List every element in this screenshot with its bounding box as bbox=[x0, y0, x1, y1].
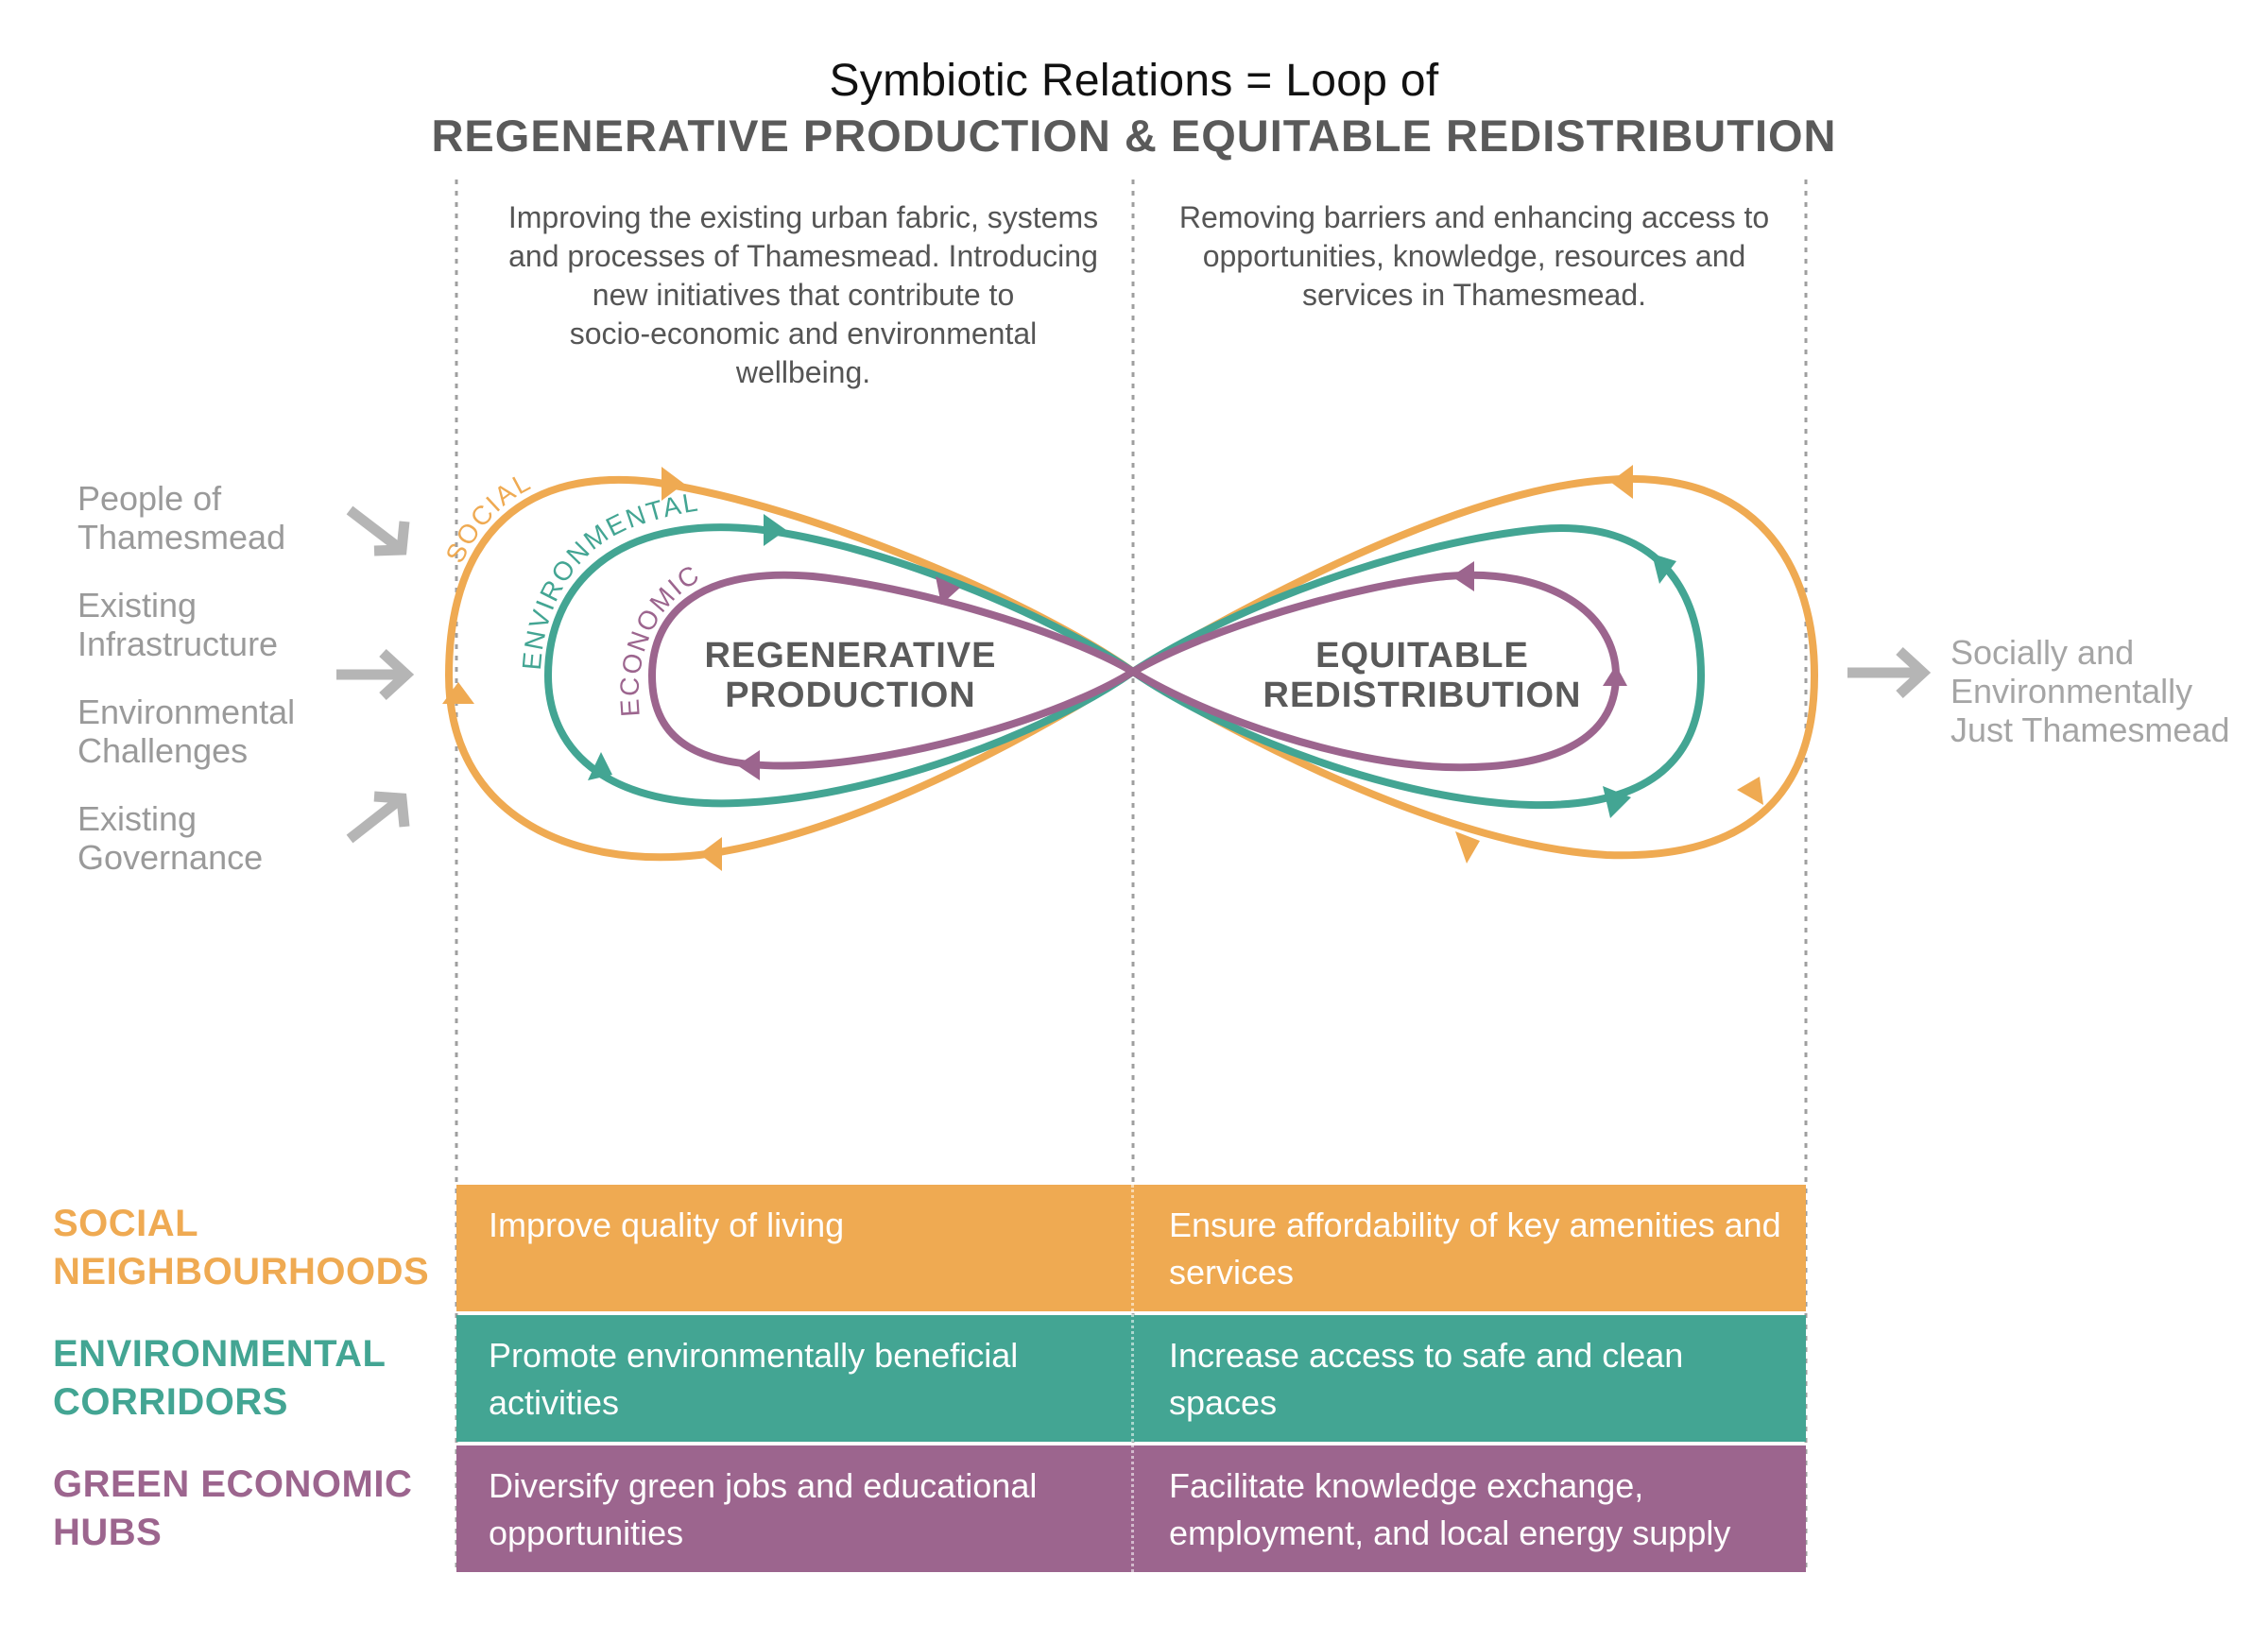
economic-arrowhead bbox=[1452, 561, 1474, 591]
input-governance: Existing Governance bbox=[77, 799, 263, 877]
desc-line: opportunities, knowledge, resources and bbox=[1202, 239, 1746, 273]
output-arrow-icon bbox=[1847, 646, 1932, 699]
economic-arrowhead bbox=[936, 576, 960, 605]
environmental-arrowhead bbox=[588, 752, 612, 780]
input-line: Environmental bbox=[77, 693, 296, 731]
environmental-left-cell: Promote environmentally beneficial activ… bbox=[456, 1315, 1133, 1442]
input-arrow-icon bbox=[346, 505, 410, 556]
desc-line: socio-economic and environmental bbox=[569, 316, 1038, 351]
input-line: Existing bbox=[77, 586, 198, 624]
input-line: Infrastructure bbox=[77, 624, 279, 663]
regenerative-title-line2: PRODUCTION bbox=[725, 676, 975, 715]
social-left-cell: Improve quality of living bbox=[456, 1185, 1133, 1311]
desc-line: services in Thamesmead. bbox=[1302, 278, 1646, 312]
regenerative-description: Improving the existing urban fabric, sys… bbox=[472, 198, 1134, 392]
row-label-line: CORRIDORS bbox=[53, 1381, 288, 1423]
title-line-2: REGENERATIVE PRODUCTION & EQUITABLE REDI… bbox=[431, 111, 1837, 161]
social-arrowhead bbox=[1737, 777, 1763, 805]
desc-line: new initiatives that contribute to bbox=[592, 278, 1015, 312]
social-arrowhead bbox=[1610, 465, 1633, 499]
row-label-environmental: ENVIRONMENTAL CORRIDORS bbox=[53, 1330, 386, 1427]
input-arrow-icon bbox=[336, 648, 415, 701]
output-line: Socially and bbox=[1950, 633, 2135, 672]
environmental-arrowhead bbox=[1603, 786, 1631, 818]
row-label-line: SOCIAL bbox=[53, 1203, 199, 1244]
input-people: People of Thamesmead bbox=[77, 479, 285, 556]
environmental-arrowhead bbox=[1652, 554, 1676, 584]
environmental-arrowhead bbox=[764, 514, 786, 546]
output-line: Environmentally bbox=[1950, 672, 2193, 710]
redistribution-title-line1: EQUITABLE bbox=[1315, 636, 1529, 676]
input-line: Thamesmead bbox=[77, 518, 286, 556]
social-arrowhead bbox=[662, 467, 684, 501]
economic-left-cell: Diversify green jobs and educational opp… bbox=[456, 1445, 1133, 1572]
loop-arrowheads bbox=[442, 465, 1763, 871]
input-infrastructure: Existing Infrastructure bbox=[77, 586, 278, 663]
input-line: Challenges bbox=[77, 731, 249, 770]
desc-line: and processes of Thamesmead. Introducing bbox=[508, 239, 1098, 273]
row-label-line: HUBS bbox=[53, 1512, 163, 1553]
redistribution-description: Removing barriers and enhancing access t… bbox=[1143, 198, 1805, 315]
row-label-line: GREEN ECONOMIC bbox=[53, 1463, 413, 1505]
input-environmental-challenges: Environmental Challenges bbox=[77, 693, 295, 770]
economic-arrowhead bbox=[1603, 665, 1627, 686]
economic-loop bbox=[647, 571, 1621, 772]
input-arrow-icon bbox=[346, 791, 410, 844]
desc-line: Removing barriers and enhancing access t… bbox=[1178, 200, 1770, 234]
title-line-1: Symbiotic Relations = Loop of bbox=[829, 56, 1439, 106]
social-arrowhead bbox=[1455, 831, 1480, 864]
environmental-right-cell: Increase access to safe and clean spaces bbox=[1133, 1315, 1806, 1442]
desc-line: wellbeing. bbox=[735, 355, 871, 389]
desc-line: Improving the existing urban fabric, sys… bbox=[507, 200, 1099, 234]
regenerative-title-line1: REGENERATIVE bbox=[704, 636, 996, 676]
output-label: Socially and Environmentally Just Thames… bbox=[1950, 633, 2229, 749]
economic-arrowhead bbox=[737, 750, 760, 780]
row-label-line: ENVIRONMENTAL bbox=[53, 1333, 387, 1375]
input-line: Governance bbox=[77, 838, 264, 877]
social-arrowhead bbox=[699, 837, 722, 871]
row-label-social: SOCIAL NEIGHBOURHOODS bbox=[53, 1200, 429, 1296]
redistribution-title-line2: REDISTRIBUTION bbox=[1263, 676, 1582, 715]
row-label-line: NEIGHBOURHOODS bbox=[53, 1251, 430, 1292]
input-line: People of bbox=[77, 479, 222, 518]
economic-right-cell: Facilitate knowledge exchange, employmen… bbox=[1133, 1445, 1806, 1572]
social-loop-label: SOCIAL bbox=[439, 467, 536, 568]
input-line: Existing bbox=[77, 799, 198, 838]
table-center-divider bbox=[1131, 1185, 1134, 1572]
social-right-cell: Ensure affordability of key amenities an… bbox=[1133, 1185, 1806, 1311]
output-line: Just Thamesmead bbox=[1950, 710, 2230, 749]
row-label-economic: GREEN ECONOMIC HUBS bbox=[53, 1461, 412, 1557]
social-arrowhead bbox=[442, 682, 474, 704]
